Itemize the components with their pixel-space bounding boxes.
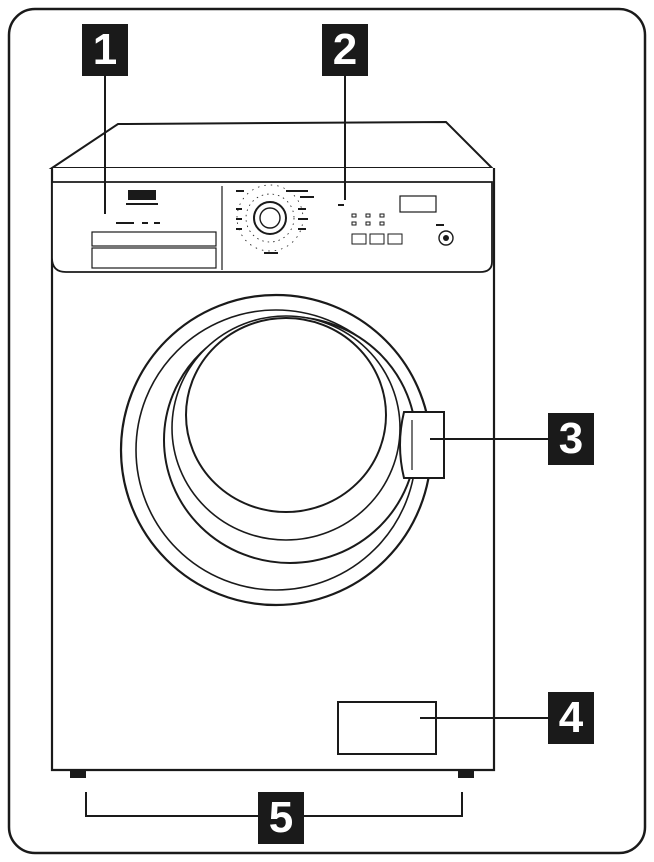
start-button [438,230,454,246]
callout-1: 1 [82,24,128,76]
callout-2: 2 [322,24,368,76]
machine-top-lid [48,120,495,169]
panel-label-marks [236,190,444,254]
drawer-handle [91,247,217,269]
display-window [399,195,437,213]
callout-5: 5 [258,792,304,844]
foot-left [70,770,86,778]
brand-logo [128,190,156,200]
foot-right [458,770,474,778]
door-glass [185,317,387,513]
detergent-drawer [91,190,217,269]
callout-3: 3 [548,413,594,465]
door-handle [399,411,445,479]
option-buttons [351,213,403,245]
callout-4: 4 [548,692,594,744]
door [119,293,433,607]
filter-cover [337,701,437,755]
